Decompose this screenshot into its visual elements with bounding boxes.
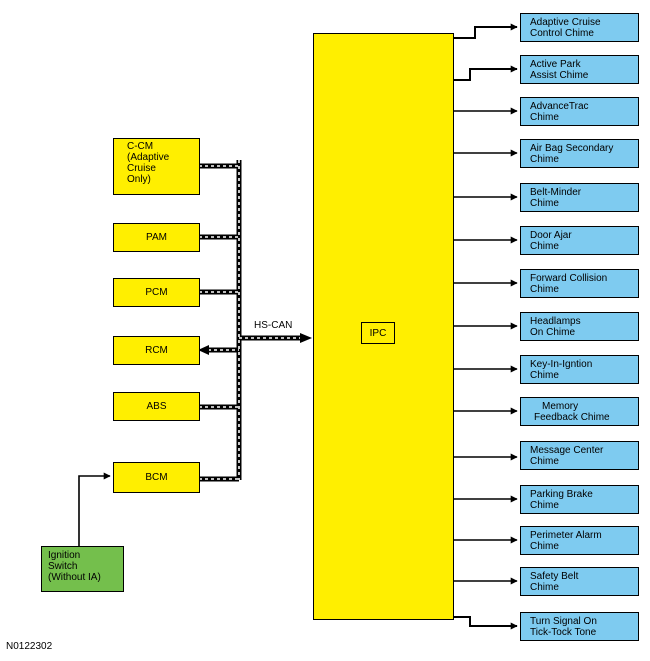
chime-label-line-1: Adaptive Cruise [530, 17, 601, 28]
pcm-label: PCM [145, 287, 168, 298]
ipc-output-wires [453, 23, 518, 630]
chime-label-line-2: Chime [530, 241, 559, 252]
abs-module: ABS [113, 392, 200, 421]
rcm-module: RCM [113, 336, 200, 365]
chime-label-line-2: On Chime [530, 327, 576, 338]
bus-arrow-ipc [300, 333, 312, 343]
chime-label-line-1: AdvanceTrac [530, 101, 589, 112]
chime-label-line-1: Parking Brake [530, 489, 593, 500]
chime-label-line-2: Assist Chime [530, 70, 589, 81]
chime-label-line-1: Air Bag Secondary [530, 143, 614, 154]
ccm-label-line-4: Only) [127, 174, 151, 185]
pam-label: PAM [146, 232, 167, 243]
chime-label-line-2: Control Chime [530, 28, 594, 39]
ccm-label-line-1: C-CM [127, 141, 154, 152]
chime-label-line-2: Chime [530, 582, 559, 593]
abs-label: ABS [146, 401, 167, 412]
chime-label-line-2: Chime [530, 112, 559, 123]
chime-label-line-1: Turn Signal On [530, 616, 597, 627]
chime-label-line-1: Door Ajar [530, 230, 572, 241]
chime-label-line-2: Chime [530, 456, 559, 467]
chime-label-line-1: Forward Collision [530, 273, 608, 284]
ipc-label-box: IPC [361, 322, 395, 344]
ccm-label-line-3: Cruise [127, 163, 156, 174]
ignition-to-bcm-wire [78, 472, 111, 546]
ipc-label: IPC [369, 327, 387, 339]
hs-can-bus [198, 160, 312, 482]
chime-label-line-2: Tick-Tock Tone [530, 627, 597, 638]
chime-label-line-1: Message Center [530, 445, 604, 456]
bcm-label: BCM [145, 472, 168, 483]
chime-label-line-2: Chime [530, 284, 559, 295]
ignition-label-line-1: Ignition [48, 550, 81, 561]
chime-label-line-2: Chime [530, 198, 559, 209]
ignition-label-line-2: Switch [48, 561, 78, 572]
chime-label-line-2: Chime [530, 154, 559, 165]
chime-label-line-1: Key-In-Igntion [530, 359, 593, 370]
rcm-label: RCM [145, 345, 168, 356]
figure-id: N0122302 [6, 641, 53, 652]
bcm-module: BCM [113, 462, 200, 493]
chime-label-line-1: Safety Belt [530, 571, 579, 582]
hs-can-label: HS-CAN [254, 320, 293, 331]
chime-label-line-2: Chime [530, 500, 559, 511]
bus-arrow-rcm [198, 345, 209, 355]
pam-module: PAM [113, 223, 200, 252]
chime-label-line-1: Active Park [530, 59, 581, 70]
chime-label-line-1: Headlamps [530, 316, 581, 327]
ignition-label-line-3: (Without IA) [48, 572, 101, 583]
ccm-module: C-CM (Adaptive Cruise Only) [113, 138, 200, 195]
chime-label-line-2: Chime [530, 541, 559, 552]
chime-label-line-2: Feedback Chime [534, 412, 610, 423]
chime-label-line-2: Chime [530, 370, 559, 381]
ccm-label-line-2: (Adaptive [127, 152, 170, 163]
chime-label-line-1: Perimeter Alarm [530, 530, 602, 541]
pcm-module: PCM [113, 278, 200, 307]
ignition-switch: Ignition Switch (Without IA) [41, 546, 124, 592]
chime-label-line-1: Memory [542, 401, 579, 412]
chime-label-line-1: Belt-Minder [530, 187, 582, 198]
